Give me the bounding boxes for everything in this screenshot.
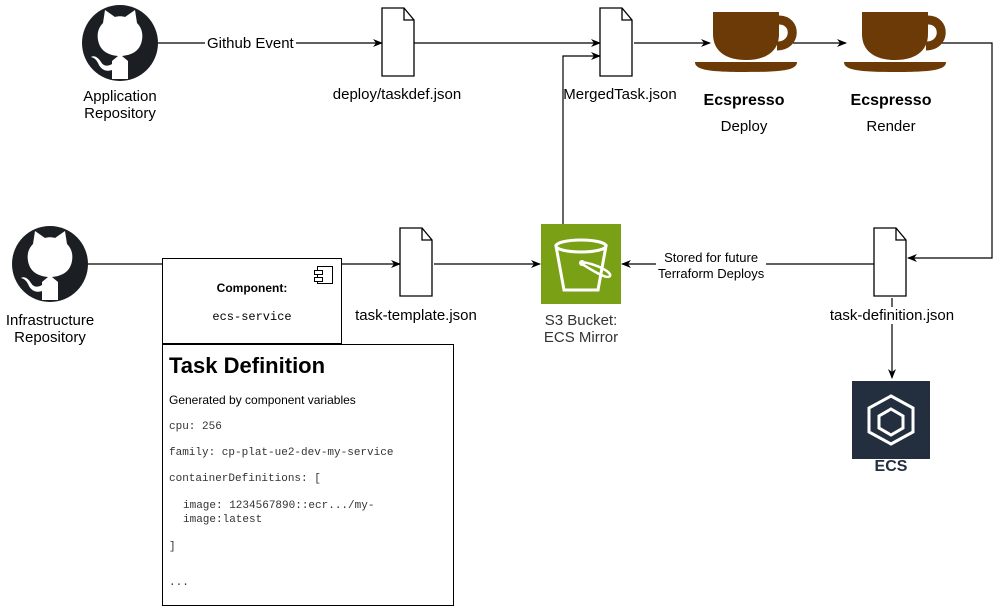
- ecspresso-render-title: Ecspresso: [850, 92, 932, 109]
- document-icon: [873, 227, 907, 297]
- coffee-cup-icon: [695, 12, 797, 72]
- github-event-label: Github Event: [205, 35, 296, 52]
- ecspresso-deploy-subtitle: Deploy: [720, 118, 768, 135]
- app-repository-label: Application Repository: [83, 88, 157, 122]
- ecspresso-render-subtitle: Render: [866, 118, 916, 135]
- note-subtitle: Generated by component variables: [169, 393, 356, 407]
- github-icon: [82, 5, 158, 81]
- merged-task-label: MergedTask.json: [563, 86, 677, 103]
- deploy-taskdef-label: deploy/taskdef.json: [332, 86, 462, 103]
- document-icon: [381, 7, 415, 77]
- note-line: family: cp-plat-ue2-dev-my-service: [169, 447, 394, 459]
- s3-bucket-label: S3 Bucket: ECS Mirror: [543, 312, 619, 346]
- note-line: containerDefinitions: [: [169, 473, 321, 485]
- coffee-cup-icon: [844, 12, 946, 72]
- edge-render-to-task-definition: [907, 42, 993, 262]
- document-icon: [399, 227, 433, 297]
- s3-bucket-icon: [541, 224, 621, 304]
- ecs-icon: [852, 381, 930, 459]
- document-icon: [599, 7, 633, 77]
- github-icon: [12, 226, 88, 302]
- note-title: Task Definition: [169, 353, 326, 378]
- ecspresso-deploy-title: Ecspresso: [703, 92, 785, 109]
- component-box: Component: ecs-service: [162, 258, 342, 344]
- note-line: image: 1234567890::ecr.../my-image:lates…: [183, 500, 375, 526]
- note-line: ...: [169, 577, 189, 589]
- note-line: cpu: 256: [169, 421, 222, 433]
- edge-s3-to-merged: [562, 52, 601, 226]
- task-definition-label: task-definition.json: [812, 307, 972, 324]
- ecs-label: ECS: [874, 458, 908, 475]
- task-template-label: task-template.json: [355, 307, 477, 324]
- component-icon: [314, 266, 333, 284]
- stored-for-future-label: Stored for future Terraform Deploys: [656, 250, 767, 282]
- task-definition-note: Task Definition Generated by component v…: [162, 344, 454, 606]
- infrastructure-repository-label: Infrastructure Repository: [5, 312, 95, 346]
- component-heading: Component:: [216, 281, 288, 295]
- component-name: ecs-service: [212, 310, 292, 324]
- note-line: ]: [169, 541, 176, 553]
